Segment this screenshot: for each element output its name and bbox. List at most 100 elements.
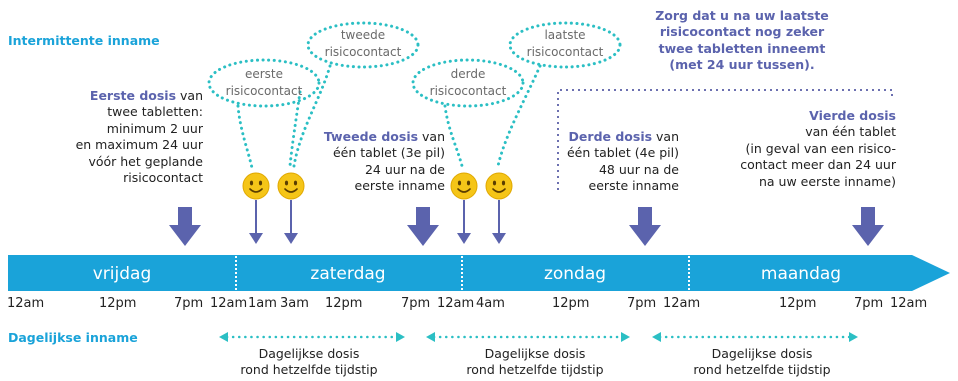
dose-1-line: twee tabletten: xyxy=(107,104,203,120)
daily-note-line: Dagelijkse dosis xyxy=(258,346,360,361)
smiley-icon xyxy=(242,172,270,200)
time-tick: 7pm xyxy=(627,296,657,311)
daily-interval-arrowhead xyxy=(426,332,435,342)
dose-3-suffix: van xyxy=(652,129,679,144)
dose-2-line: 24 uur na de xyxy=(364,161,445,177)
time-tick: 7pm xyxy=(401,296,431,311)
day-separator xyxy=(235,256,237,290)
dose-3-text: Derde dosis van één tablet (4e pil) 48 u… xyxy=(567,129,679,195)
speech-cloud-outline xyxy=(508,21,622,69)
speech-cloud-outline xyxy=(306,21,420,69)
smiley-eye xyxy=(284,180,289,186)
bracket-dotted-line xyxy=(557,89,893,190)
dose-1-suffix: van xyxy=(176,88,203,103)
daily-note-line: Dagelijkse dosis xyxy=(711,346,813,361)
top-note-line: (met 24 uur tussen). xyxy=(669,57,815,73)
time-tick: 12am xyxy=(437,296,475,311)
smiley-mouth xyxy=(249,188,263,193)
smiley-eye xyxy=(457,180,462,186)
time-tick: 1am xyxy=(248,296,277,311)
dose-4-line: (in geval van een risico- xyxy=(745,140,896,156)
dose-1-text: Eerste dosis van twee tabletten: minimum… xyxy=(76,88,203,186)
daily-interval-arrowhead xyxy=(219,332,228,342)
time-tick: 12am xyxy=(663,296,701,311)
timeline-bar xyxy=(8,255,912,291)
time-tick: 12pm xyxy=(552,296,590,311)
contact-arrow-head xyxy=(249,233,263,244)
daily-note: Dagelijkse dosis rond hetzelfde tijdstip xyxy=(445,346,625,379)
day-label-sunday: zondag xyxy=(543,264,607,284)
speech-cloud-tail xyxy=(443,104,464,168)
day-separator xyxy=(688,256,690,290)
cloud-line: tweede xyxy=(340,28,386,42)
speech-cloud-tail xyxy=(288,90,302,168)
speech-cloud-outline xyxy=(411,58,525,108)
cloud-third-contact: derde risicocontact xyxy=(413,66,523,100)
dose-2-line: eerste inname xyxy=(354,178,445,194)
top-note: Zorg dat u na uw laatste risicocontact n… xyxy=(632,8,852,74)
dose-4-title: Vierde dosis xyxy=(809,108,896,123)
dose-4-text: Vierde dosis van één tablet (in geval va… xyxy=(740,108,896,190)
smiley-icon xyxy=(450,172,478,200)
cloud-line: derde xyxy=(450,67,486,81)
speech-cloud-tail xyxy=(236,104,254,170)
dose-1-line: minimum 2 uur xyxy=(106,120,203,136)
timeline-arrow-tip xyxy=(912,255,950,291)
dose-3-line: eerste inname xyxy=(588,178,679,194)
day-label-saturday: zaterdag xyxy=(310,264,386,284)
dose-arrow-icon xyxy=(629,207,661,246)
daily-note-line: rond hetzelfde tijdstip xyxy=(693,362,831,378)
time-tick: 12am xyxy=(210,296,248,311)
smiley-eye xyxy=(466,180,471,186)
top-note-line: Zorg dat u na uw laatste xyxy=(655,8,829,23)
top-note-line: risicocontact nog zeker xyxy=(659,24,825,40)
speech-cloud-tail xyxy=(292,64,332,168)
speech-cloud-tail xyxy=(496,64,542,168)
daily-note-line: rond hetzelfde tijdstip xyxy=(466,362,604,378)
time-tick: 4am xyxy=(476,296,505,311)
contact-arrow-head xyxy=(492,233,506,244)
smiley-mouth xyxy=(284,188,298,193)
speech-cloud-outline xyxy=(207,58,321,108)
smiley-eye xyxy=(249,180,254,186)
intermittent-label: Intermittente inname xyxy=(8,33,160,48)
dose-2-title: Tweede dosis xyxy=(323,129,419,144)
smiley-eye xyxy=(501,180,506,186)
smiley-eye xyxy=(492,180,497,186)
time-tick: 7pm xyxy=(174,296,204,311)
day-separator xyxy=(461,256,463,290)
dose-2-text: Tweede dosis van één tablet (3e pil) 24 … xyxy=(324,129,445,195)
time-tick: 3am xyxy=(280,296,309,311)
dose-1-line: vóór het geplande xyxy=(88,153,203,169)
dose-arrow-icon xyxy=(407,207,439,246)
cloud-line: risicocontact xyxy=(225,84,303,98)
cloud-first-contact: eerste risicocontact xyxy=(209,66,319,100)
contact-arrow-head xyxy=(284,233,298,244)
cloud-line: risicocontact xyxy=(526,45,604,59)
daily-note-line: rond hetzelfde tijdstip xyxy=(240,362,378,378)
daily-note-line: Dagelijkse dosis xyxy=(484,346,586,361)
time-tick: 12pm xyxy=(779,296,817,311)
dose-2-suffix: van xyxy=(418,129,445,144)
dose-1-line: en maximum 24 uur xyxy=(75,137,203,153)
time-tick: 7pm xyxy=(854,296,884,311)
day-label-friday: vrijdag xyxy=(92,264,152,284)
time-tick: 12pm xyxy=(325,296,363,311)
time-tick: 12am xyxy=(890,296,928,311)
cloud-line: risicocontact xyxy=(324,45,402,59)
daily-interval-arrowhead xyxy=(849,332,858,342)
contact-arrow-head xyxy=(457,233,471,244)
smiley-mouth xyxy=(457,188,471,193)
dose-4-line: na uw eerste inname) xyxy=(759,173,896,189)
daily-label: Dagelijkse inname xyxy=(8,330,138,345)
dose-2-line: één tablet (3e pil) xyxy=(332,145,445,161)
time-tick: 12am xyxy=(7,296,45,311)
daily-interval-arrowhead xyxy=(621,332,630,342)
dose-arrow-icon xyxy=(169,207,201,246)
smiley-eye xyxy=(258,180,263,186)
day-label-monday: maandag xyxy=(760,264,842,284)
dose-3-line: één tablet (4e pil) xyxy=(566,145,679,161)
daily-note: Dagelijkse dosis rond hetzelfde tijdstip xyxy=(219,346,399,379)
cloud-line: risicocontact xyxy=(429,84,507,98)
